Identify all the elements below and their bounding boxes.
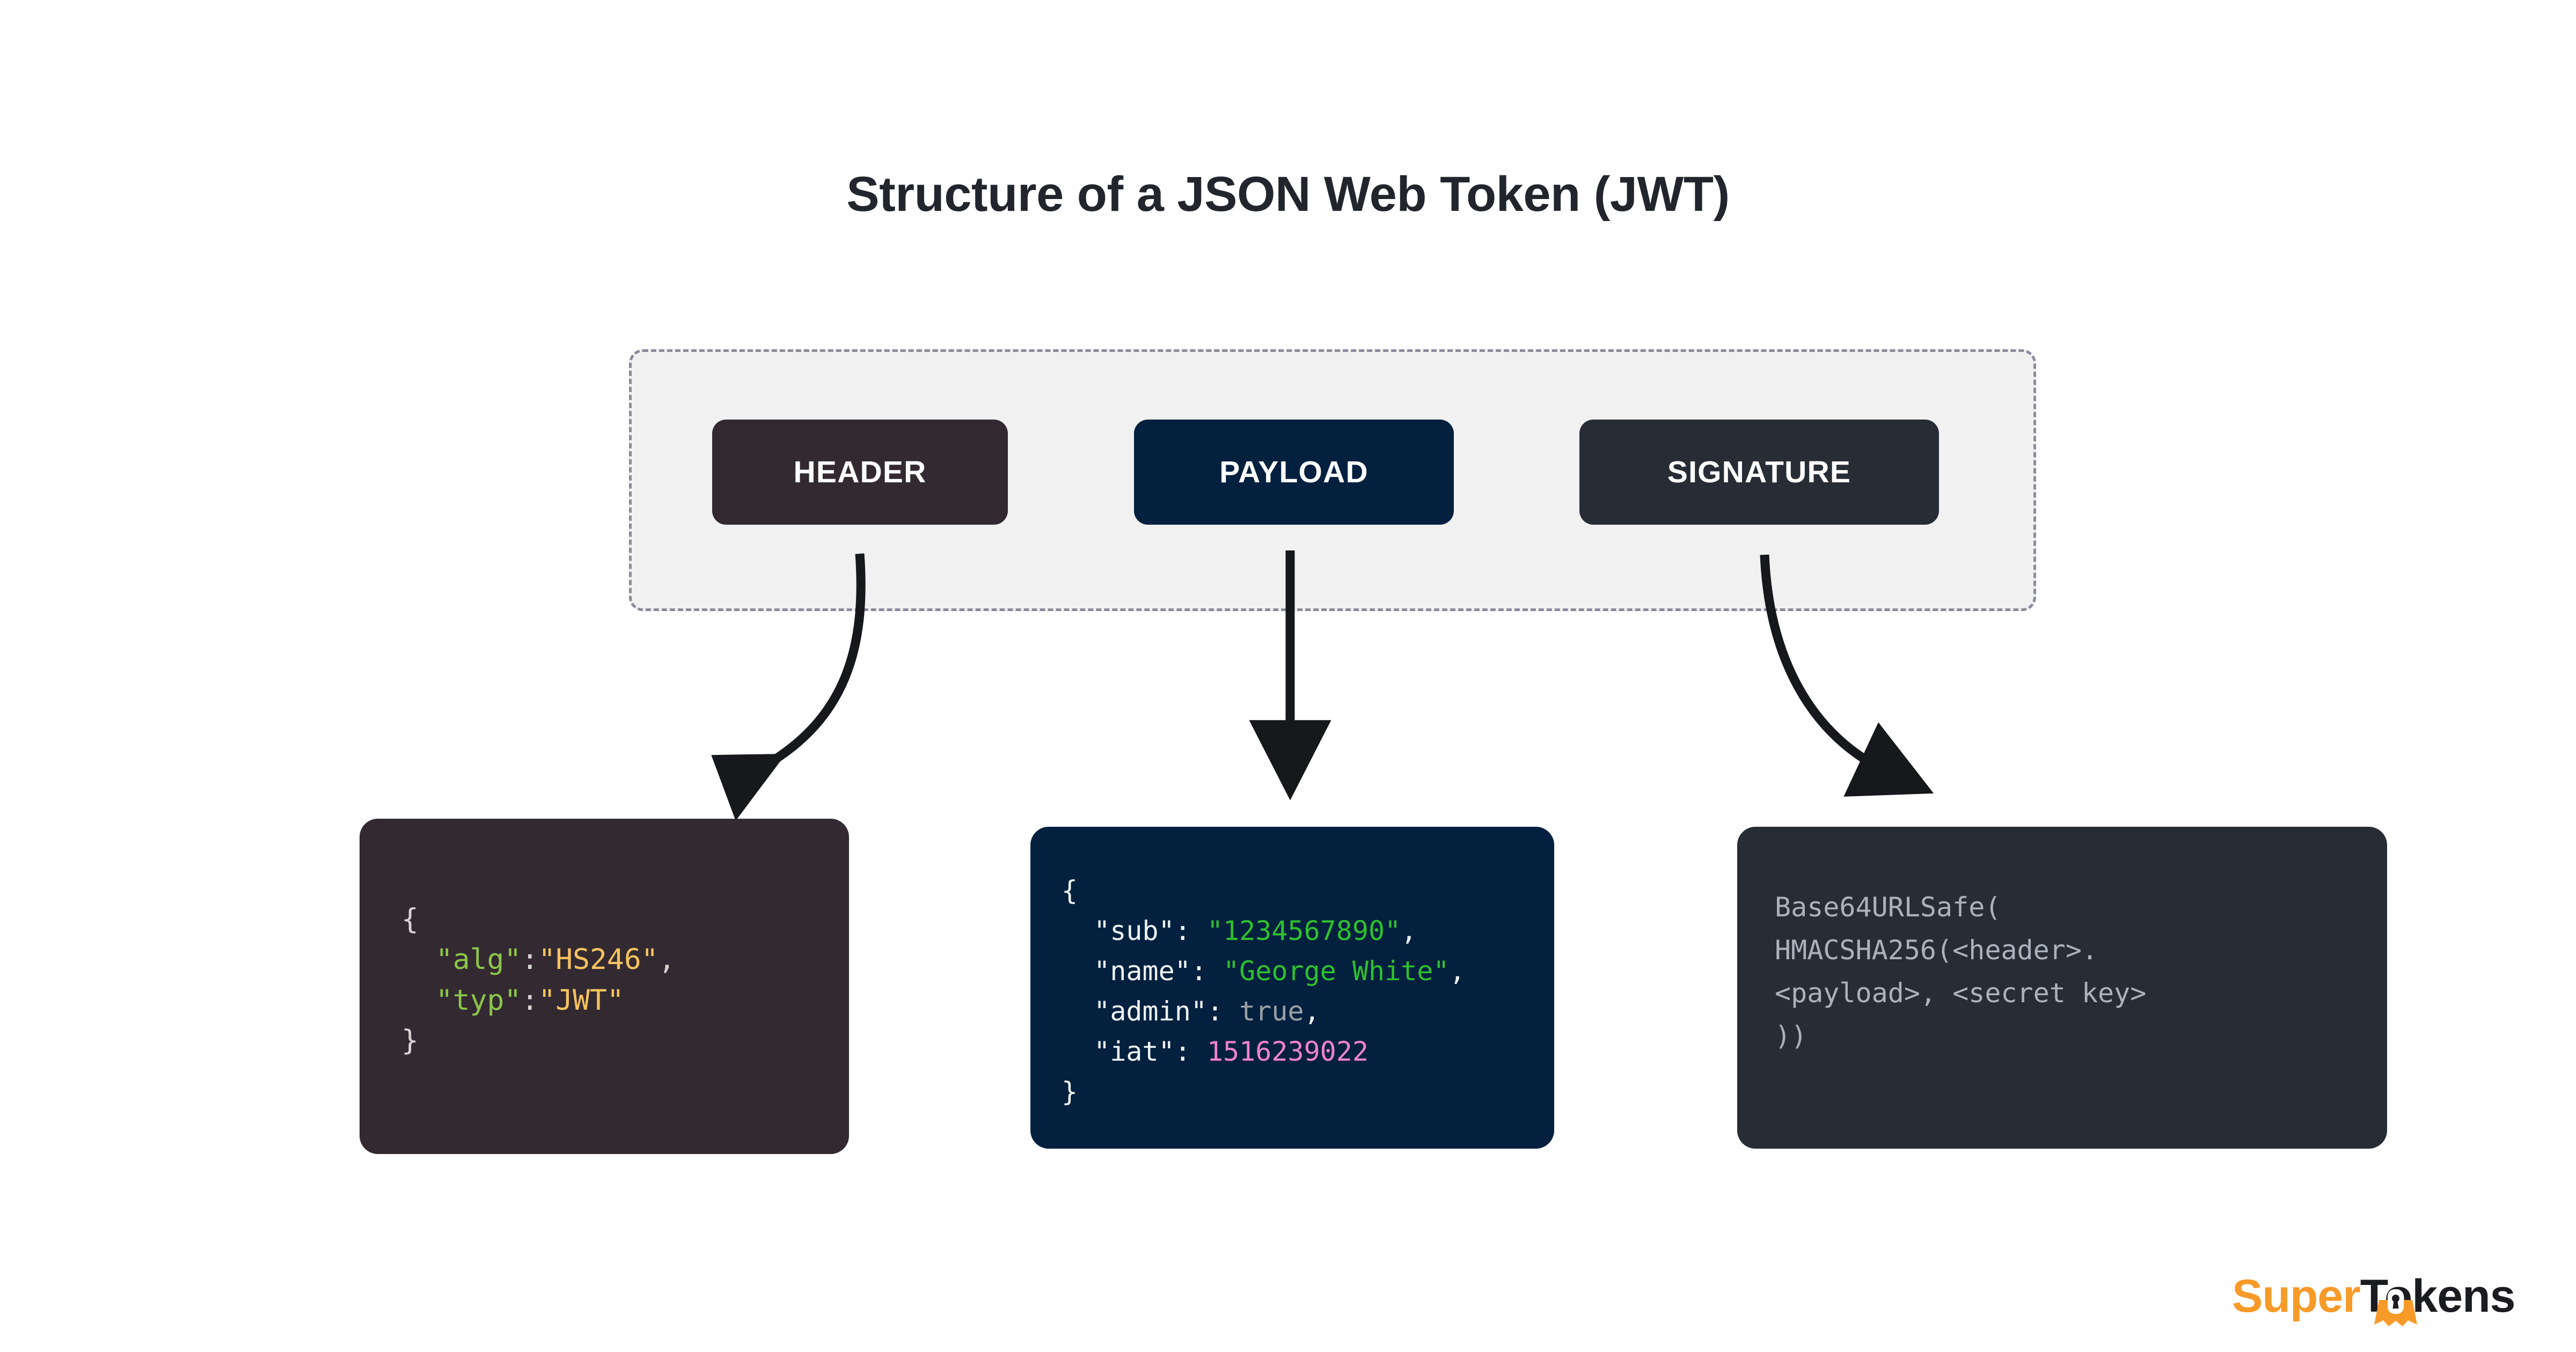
logo-super-text: Super	[2232, 1270, 2361, 1322]
code-token-punct: :	[1174, 1036, 1207, 1067]
keyhole-icon	[2374, 1289, 2417, 1326]
code-token-punct: ,	[1449, 956, 1466, 987]
code-token-punct: ,	[1401, 915, 1417, 946]
code-token-key: "name"	[1094, 956, 1191, 987]
token-part-header-label: HEADER	[793, 455, 927, 489]
code-token-punct	[401, 943, 436, 976]
code-token-punct: }	[401, 1024, 419, 1057]
code-token-punct	[401, 984, 436, 1017]
code-token-punct: :	[1174, 915, 1207, 946]
token-part-signature-label: SIGNATURE	[1667, 455, 1851, 489]
token-part-payload-label: PAYLOAD	[1219, 455, 1368, 489]
code-token-string: "George White"	[1223, 956, 1450, 987]
code-token-punct: :	[1206, 996, 1240, 1027]
code-token-bool: true	[1239, 996, 1304, 1027]
header-code-block: { "alg":"HS246", "typ":"JWT" }	[360, 819, 849, 1154]
code-token-sig: Base64URLSafe(	[1775, 892, 2001, 923]
payload-code-text: { "sub": "1234567890", "name": "George W…	[1062, 871, 1466, 1112]
code-token-sig: ))	[1775, 1020, 1807, 1052]
code-token-punct	[1062, 956, 1094, 987]
code-token-punct	[1062, 996, 1094, 1027]
code-token-punct	[1062, 1036, 1094, 1067]
code-token-string: "1234567890"	[1206, 915, 1401, 946]
code-token-value: "HS246"	[538, 943, 658, 976]
token-part-signature[interactable]: SIGNATURE	[1579, 420, 1939, 525]
code-token-punct: {	[1062, 875, 1078, 906]
code-token-key: "iat"	[1094, 1036, 1175, 1067]
code-token-punct: ,	[1304, 996, 1320, 1027]
page-title: Structure of a JSON Web Token (JWT)	[846, 167, 1730, 222]
code-token-punct: :	[521, 943, 539, 976]
code-token-punct: {	[401, 903, 419, 936]
payload-code-block: { "sub": "1234567890", "name": "George W…	[1030, 827, 1554, 1149]
code-token-punct	[1062, 915, 1094, 946]
code-token-key: "admin"	[1094, 996, 1207, 1027]
signature-code-text: Base64URLSafe( HMACSHA256(<header>. <pay…	[1775, 886, 2146, 1057]
code-token-punct: }	[1062, 1076, 1078, 1107]
code-token-sig: <payload>, <secret key>	[1775, 978, 2147, 1009]
code-token-key: "alg"	[435, 943, 522, 976]
code-token-punct: :	[521, 983, 539, 1017]
code-token-sig: HMACSHA256(<header>.	[1775, 935, 2098, 966]
code-token-punct: ,	[658, 943, 676, 976]
token-part-header[interactable]: HEADER	[712, 420, 1008, 525]
supertokens-logo: SuperTokens	[2232, 1264, 2533, 1328]
supertokens-wordmark: SuperTokens	[2232, 1270, 2515, 1326]
code-token-value: "JWT"	[538, 983, 624, 1017]
code-token-punct: :	[1190, 956, 1224, 987]
code-token-key: "typ"	[435, 983, 522, 1017]
code-token-number: 1516239022	[1206, 1036, 1368, 1067]
code-token-key: "sub"	[1094, 915, 1175, 946]
token-part-payload[interactable]: PAYLOAD	[1134, 420, 1454, 525]
header-code-text: { "alg":"HS246", "typ":"JWT" }	[401, 899, 676, 1061]
signature-code-block: Base64URLSafe( HMACSHA256(<header>. <pay…	[1737, 827, 2387, 1149]
